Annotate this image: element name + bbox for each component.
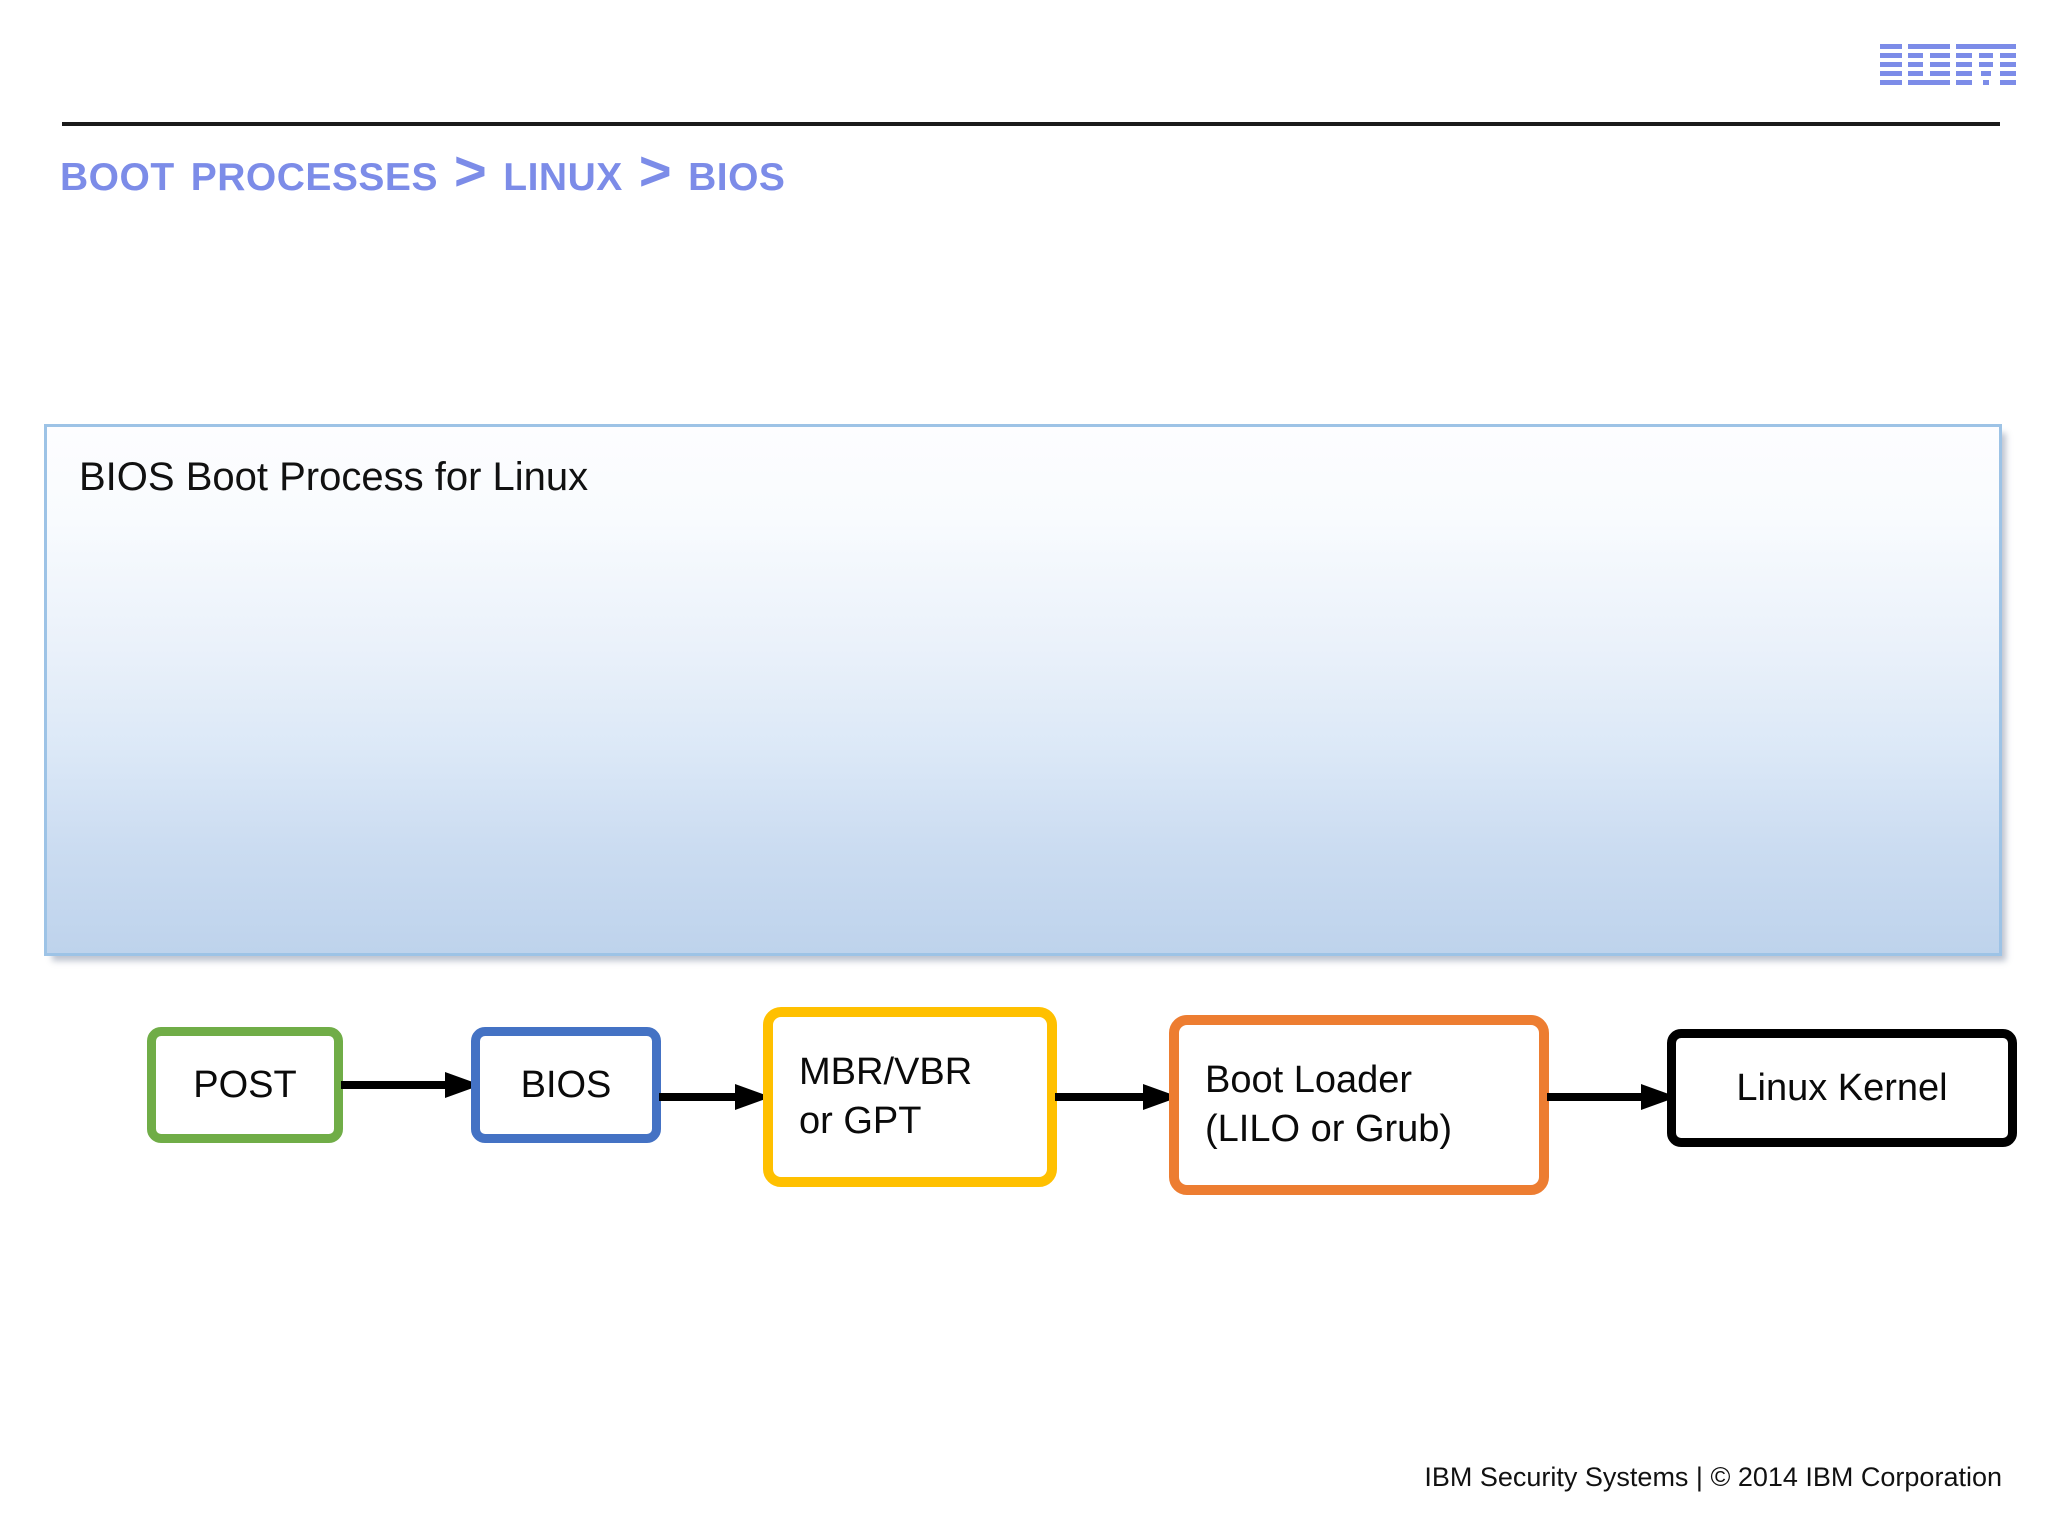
flow-box-boot-loader-line-1: Boot Loader bbox=[1205, 1059, 1413, 1102]
flow-box-boot-loader[interactable]: Boot Loader (LILO or Grub) bbox=[1169, 1015, 1549, 1195]
flow-box-post-label: POST bbox=[193, 1063, 297, 1106]
panel-title: BIOS Boot Process for Linux bbox=[79, 455, 589, 499]
flow-box-mbr-gpt-line-2: or GPT bbox=[799, 1100, 922, 1142]
page-title: Boot Processes > Linux > BIOS bbox=[60, 139, 786, 202]
flow-box-post[interactable]: POST bbox=[147, 1027, 343, 1143]
flow-box-mbr-gpt[interactable]: MBR/VBR or GPT bbox=[763, 1007, 1057, 1187]
flow-box-bios[interactable]: BIOS bbox=[471, 1027, 661, 1143]
flow-box-mbr-gpt-line-1: MBR/VBR bbox=[799, 1051, 973, 1094]
flow-box-boot-loader-label: Boot Loader (LILO or Grub) bbox=[1205, 1056, 1539, 1153]
content-panel: BIOS Boot Process for Linux POST BIOS bbox=[44, 424, 2017, 1195]
footer-copyright: IBM Security Systems | © 2014 IBM Corpor… bbox=[1424, 1462, 2002, 1492]
ibm-logo bbox=[1880, 38, 2016, 94]
arrow-post-to-bios-icon bbox=[341, 1072, 481, 1098]
arrow-bios-to-mbr-icon bbox=[659, 1084, 771, 1110]
arrow-mbr-to-bootloader-icon bbox=[1055, 1084, 1179, 1110]
flow-box-boot-loader-line-2: (LILO or Grub) bbox=[1205, 1108, 1453, 1150]
flow-box-mbr-gpt-label: MBR/VBR or GPT bbox=[799, 1048, 1047, 1145]
flow-box-linux-kernel[interactable]: Linux Kernel bbox=[1667, 1029, 2017, 1147]
arrow-bootloader-to-kernel-icon bbox=[1547, 1084, 1677, 1110]
header-divider bbox=[62, 122, 2000, 126]
flow-box-bios-label: BIOS bbox=[520, 1063, 612, 1106]
flow-box-linux-kernel-label: Linux Kernel bbox=[1736, 1066, 1948, 1109]
